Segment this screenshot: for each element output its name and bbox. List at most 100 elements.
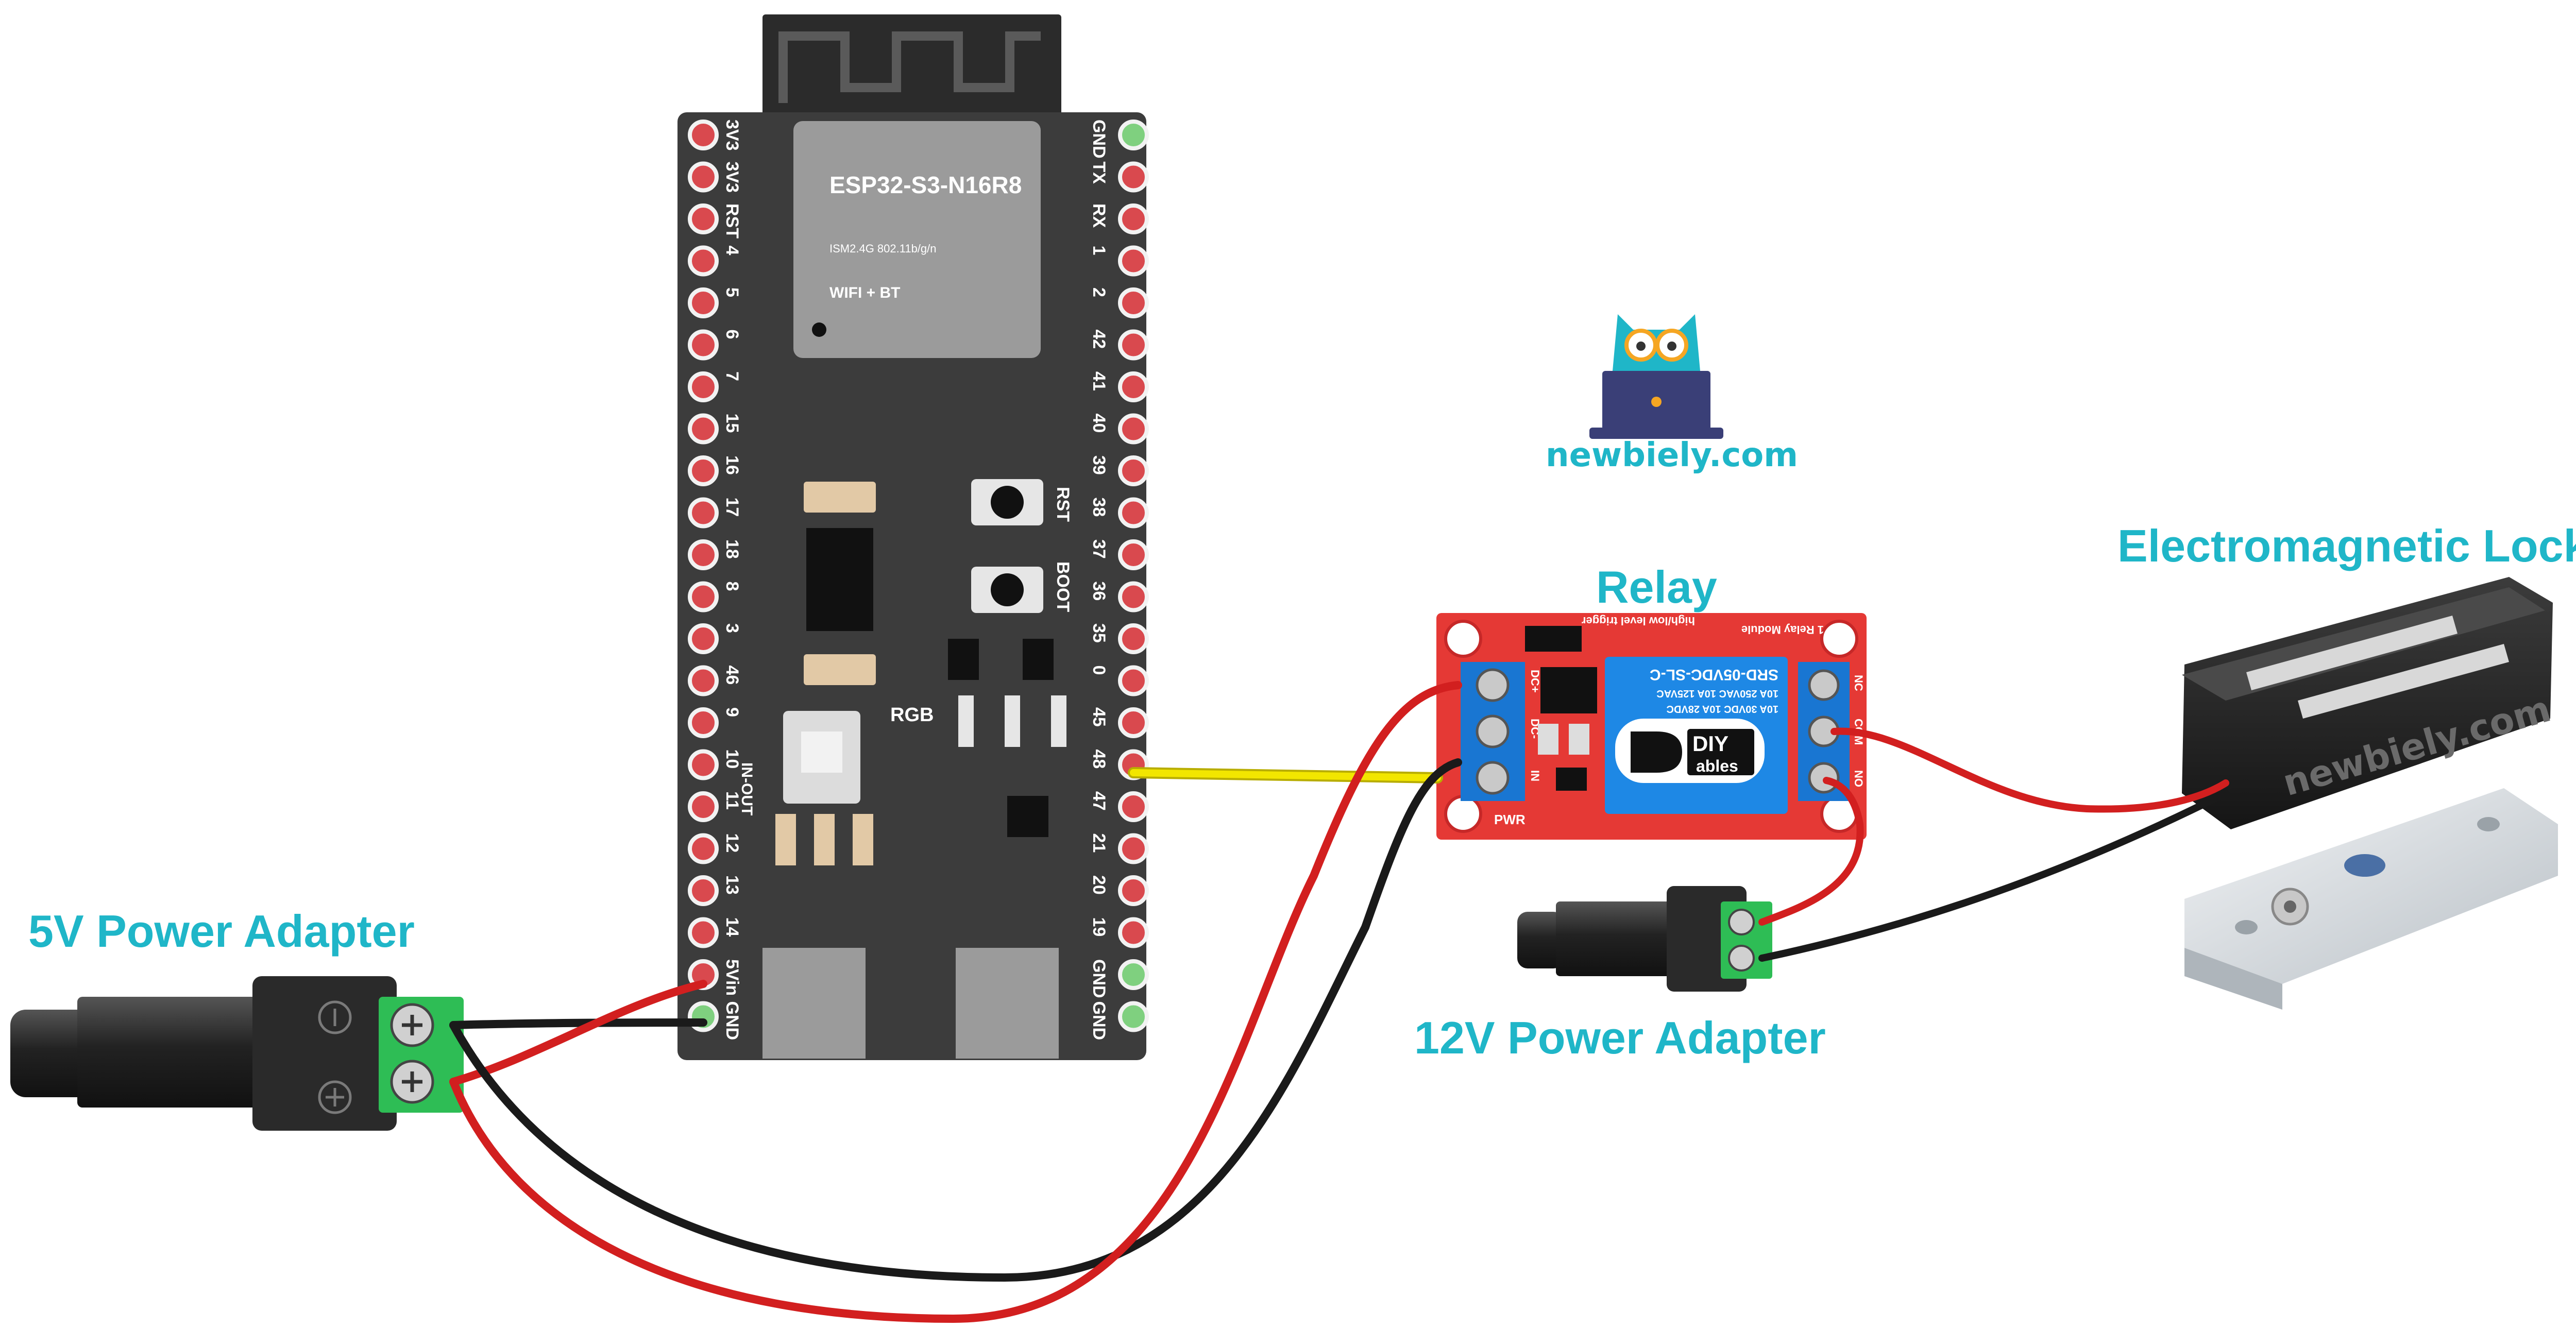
right-pin-label: 40 [1089,414,1109,433]
screw-slot [402,1015,422,1035]
left-pin [688,917,719,948]
terminal-screw [1808,669,1840,701]
left-pin [688,749,719,780]
right-pin-label: 19 [1089,917,1109,937]
jack-sleeve [10,1010,93,1097]
minus-icon [318,1000,352,1034]
mount-hole [1820,620,1858,658]
wire-signal-yellow [1130,769,1441,781]
left-pin [688,623,719,654]
left-pin-label: 3V3 [722,162,742,193]
left-pin-label: 8 [722,582,742,591]
right-pin [1118,707,1149,738]
relay-title-line: 1 Relay Module [1741,623,1824,636]
caption-electromagnetic-lock: Electromagnetic Lock [2117,520,2576,571]
plate-screw-slot [2284,900,2296,913]
diyables-box [1687,729,1754,775]
terminal-screw [1728,909,1755,935]
left-pin [688,581,719,612]
right-pin-label: 41 [1089,371,1109,391]
left-pin-label: 7 [722,371,742,381]
armature-plate [2184,788,2558,984]
diyables-bottom: ables [1696,757,1738,775]
mcu-chip [1007,796,1048,837]
capacitor [775,814,796,865]
left-pin [688,539,719,570]
left-pin-header: 3V33V3RST4567151617188346910111213145Vin… [688,120,742,1041]
module-spec: ISM2.4G 802.11b/g/n [829,242,937,255]
right-pin [1118,959,1149,990]
left-pin-label: 13 [722,875,742,895]
wire-lock-red [1831,727,2229,813]
wire-5v-black-relay [449,758,1462,1282]
right-pin [1118,833,1149,864]
terminal-screw [1476,714,1510,748]
right-pin-label: RX [1089,203,1109,228]
left-pin [688,161,719,193]
left-pin [688,203,719,234]
caption-5v-adapter: 5V Power Adapter [28,906,415,957]
left-pin [688,875,719,906]
left-pin [688,665,719,696]
usb-port [956,948,1059,1059]
left-pin [688,287,719,318]
plate-hole [2235,920,2258,934]
left-pin-label: 6 [722,330,742,339]
right-pin [1118,287,1149,318]
right-pin-label: 39 [1089,455,1109,475]
capacitor [853,814,873,865]
caption-relay: Relay [1596,561,1717,612]
antenna-trace [778,31,1041,103]
smd-part [948,639,979,680]
logo-laptop-dot [1651,397,1662,407]
left-pin [688,413,719,445]
right-pin [1118,329,1149,361]
relay-module: DC+ DC- IN PWR SRD-05VDC-SL-C 10A 250VAC… [1436,613,1867,840]
right-pin-label: 20 [1089,875,1109,895]
left-pin-label: 14 [722,917,742,937]
armature-plate-side [2184,948,2282,1010]
in-out-label: IN-OUT [738,762,755,815]
left-pin [688,455,719,486]
jumper-header [1525,626,1582,652]
boot-label: BOOT [1053,561,1073,612]
left-pin-label: GND [722,1001,742,1041]
logo-laptop-base [1589,428,1723,439]
relay-rating: 10A 250VAC 10A 125VAC [1656,688,1778,699]
plus-icon [318,1080,352,1114]
right-pin [1118,875,1149,906]
module-radio: WIFI + BT [829,284,901,301]
left-pin-label: 3V3 [722,120,742,151]
wire-5v-red-relay [449,681,1462,1323]
relay-model: SRD-05VDC-SL-C [1650,666,1778,683]
optocoupler [1540,667,1597,713]
smd-part [1569,724,1589,755]
power-adapter-5v [10,976,464,1131]
right-pin-label: GND [1089,120,1109,159]
relay-in-pin: IN [1529,770,1541,781]
right-pin [1118,455,1149,486]
smd-part [1051,695,1066,747]
right-pin-label: 0 [1089,666,1109,675]
plate-hole [2344,854,2385,877]
left-pin [688,371,719,402]
right-pin-label: 36 [1089,582,1109,601]
capacitor [814,814,835,865]
relay-out-pin: NC [1852,675,1865,691]
left-pin [688,707,719,738]
right-pin-label: 2 [1089,287,1109,297]
right-pin [1118,623,1149,654]
right-pin [1118,581,1149,612]
relay-rating: 10A 30VDC 10A 28VDC [1666,703,1778,714]
esp32-s3-board: ESP32-S3-N16R8 ISM2.4G 802.11b/g/n WIFI … [677,14,1149,1060]
left-pin-label: RST [722,203,742,239]
jack-housing [252,976,397,1131]
left-pin-label: 46 [722,666,742,685]
smd-part [1538,724,1558,755]
rgb-led-core [801,731,842,773]
lock-coil [2246,616,2458,690]
left-pin [688,833,719,864]
left-pin [688,245,719,277]
rgb-label: RGB [890,704,934,726]
right-pin-label: 42 [1089,330,1109,349]
